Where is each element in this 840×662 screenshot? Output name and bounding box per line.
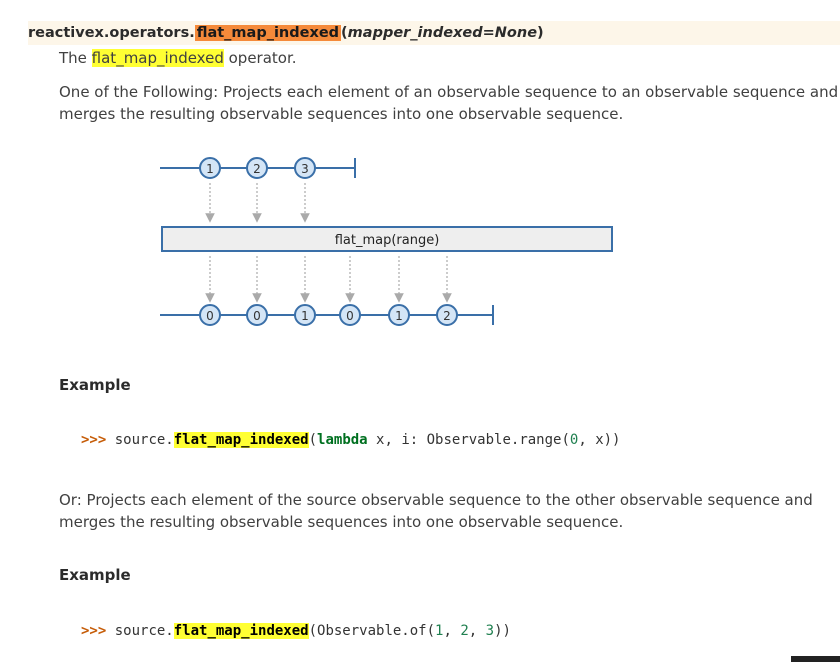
top-marble-2-label: 2: [253, 162, 261, 176]
code2-prompt: >>>: [81, 623, 107, 639]
code2-fn: flat_map_indexed: [173, 623, 309, 639]
bottom-marble-1: 0: [199, 304, 221, 326]
example-heading-1: Example: [59, 376, 131, 394]
code2-comma1: ,: [443, 623, 461, 639]
bottom-marble-3: 1: [294, 304, 316, 326]
corner-widget[interactable]: [791, 656, 840, 662]
operator-label: flat_map(range): [335, 233, 440, 248]
intro-prefix: The: [59, 49, 92, 67]
signature-open-paren: (: [341, 25, 348, 41]
intro-suffix: operator.: [223, 49, 297, 67]
para1-line1: One of the Following: Projects each elem…: [59, 83, 839, 101]
output-arrows: [205, 256, 452, 303]
signature-params: mapper_indexed=None: [347, 25, 538, 41]
bottom-marble-4-label: 0: [346, 309, 354, 323]
description-paragraph-2: Or: Projects each element of the source …: [59, 489, 813, 533]
bottom-marble-5: 1: [388, 304, 410, 326]
signature-close-paren: ): [537, 25, 544, 41]
bottom-marble-1-label: 0: [206, 309, 214, 323]
operator-box: [161, 226, 613, 252]
code1-keyword: lambda: [317, 432, 368, 448]
bottom-marble-2: 0: [246, 304, 268, 326]
bottom-marble-6: 2: [436, 304, 458, 326]
code1-tail: , x)): [578, 432, 621, 448]
code2-num2: 2: [460, 623, 469, 639]
code2-pre: source.: [106, 623, 174, 639]
code1-num: 0: [569, 432, 579, 448]
top-marble-3-label: 3: [301, 162, 309, 176]
code2-num1: 1: [435, 623, 444, 639]
example-heading-2: Example: [59, 566, 131, 584]
top-marble-1: 1: [199, 157, 221, 179]
para2-line2: merges the resulting observable sequence…: [59, 513, 624, 531]
bottom-marble-6-label: 2: [443, 309, 451, 323]
bottom-marble-2-label: 0: [253, 309, 261, 323]
function-signature: reactivex.operators.flat_map_indexed(map…: [28, 21, 840, 45]
code1-lparen: (: [308, 432, 318, 448]
code1-mid: x, i: Observable.range(: [367, 432, 570, 448]
intro-text: The flat_map_indexed operator.: [59, 47, 297, 69]
description-paragraph-1: One of the Following: Projects each elem…: [59, 81, 838, 125]
code1-prompt: >>>: [81, 432, 107, 448]
code2-num3: 3: [485, 623, 495, 639]
para1-line2: merges the resulting observable sequence…: [59, 105, 624, 123]
code-example-1: >>> source.flat_map_indexed(lambda x, i:…: [81, 432, 621, 448]
code2-comma2: ,: [468, 623, 486, 639]
bottom-marble-3-label: 1: [301, 309, 309, 323]
code2-mid: (Observable.of(: [308, 623, 436, 639]
bottom-marble-4: 0: [339, 304, 361, 326]
top-marble-3: 3: [294, 157, 316, 179]
top-marble-1-label: 1: [206, 162, 214, 176]
intro-name-highlight: flat_map_indexed: [91, 49, 224, 67]
marble-diagram: 1 2 3 flat_map(range) 0 0 1 0 1 2: [160, 157, 613, 326]
code1-fn: flat_map_indexed: [173, 432, 309, 448]
signature-module: reactivex.operators.: [28, 25, 195, 41]
code-example-2: >>> source.flat_map_indexed(Observable.o…: [81, 623, 511, 639]
code2-tail: )): [494, 623, 511, 639]
top-marble-2: 2: [246, 157, 268, 179]
input-arrows: [205, 183, 310, 223]
signature-name: flat_map_indexed: [194, 25, 342, 41]
bottom-marble-5-label: 1: [395, 309, 403, 323]
code1-pre: source.: [106, 432, 174, 448]
para2-line1: Or: Projects each element of the source …: [59, 491, 813, 509]
